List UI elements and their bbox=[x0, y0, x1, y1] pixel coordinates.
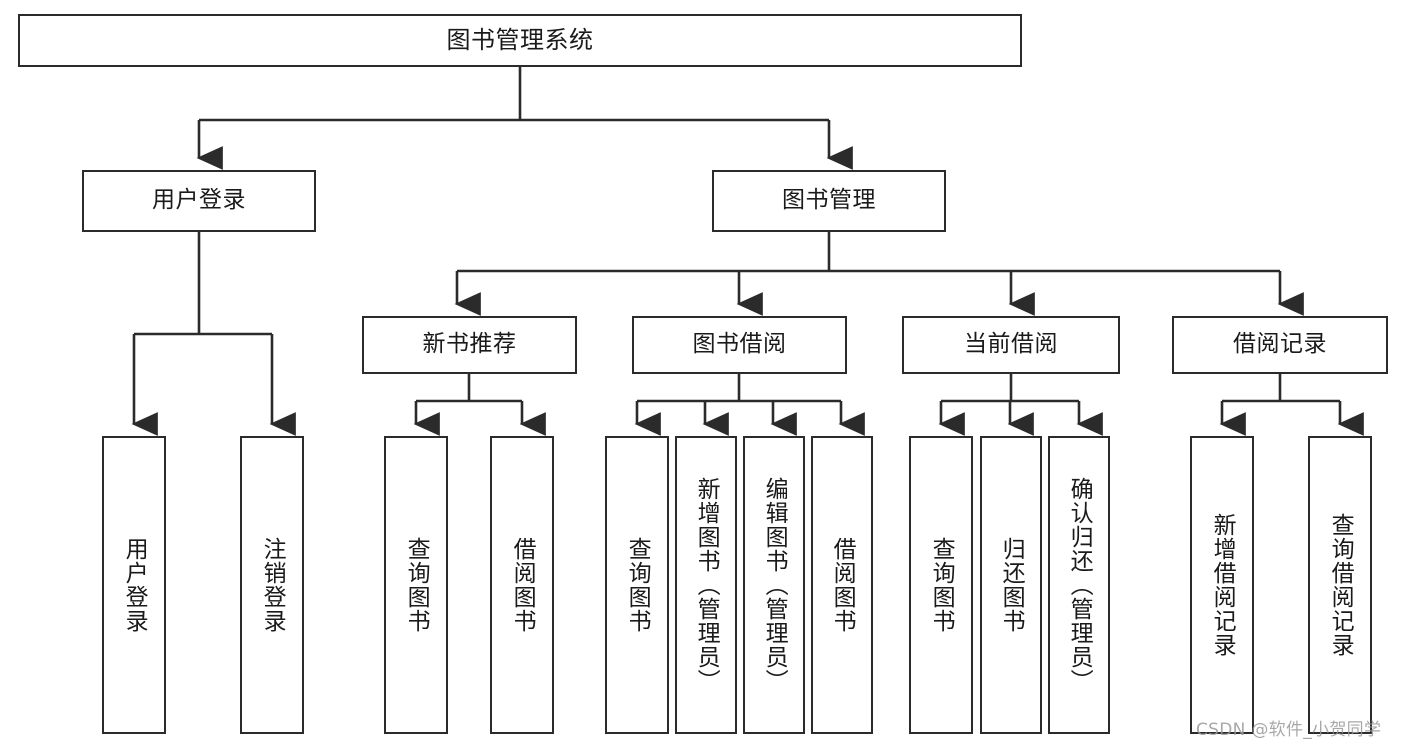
node-book-manage-label: 图书管理 bbox=[782, 187, 876, 214]
node-book-borrow-label: 图书借阅 bbox=[692, 331, 787, 358]
node-book-borrow[interactable]: 图书借阅 bbox=[632, 316, 847, 374]
node-current-borrow[interactable]: 当前借阅 bbox=[902, 316, 1120, 374]
leaf-user-login-1[interactable]: 用户登录 bbox=[102, 436, 166, 734]
leaf-label: 查询图书 bbox=[403, 537, 430, 633]
leaf-label: 归还图书 bbox=[998, 537, 1025, 633]
node-book-manage[interactable]: 图书管理 bbox=[712, 170, 946, 232]
leaf-user-login-2[interactable]: 注销登录 bbox=[240, 436, 304, 734]
node-current-borrow-label: 当前借阅 bbox=[964, 331, 1058, 358]
leaf-label: 用户登录 bbox=[121, 537, 148, 633]
node-root-label: 图书管理系统 bbox=[446, 26, 594, 55]
leaf-label: 查询借阅记录 bbox=[1327, 513, 1354, 657]
leaf-current-borrow-3[interactable]: 确认归还（管理员） bbox=[1048, 436, 1110, 734]
leaf-label: 确认归还（管理员） bbox=[1066, 477, 1093, 693]
leaf-label: 注销登录 bbox=[259, 537, 286, 633]
leaf-label: 新增借阅记录 bbox=[1209, 513, 1236, 657]
leaf-book-borrow-4[interactable]: 借阅图书 bbox=[811, 436, 873, 734]
leaf-book-borrow-2[interactable]: 新增图书（管理员） bbox=[675, 436, 737, 734]
leaf-book-borrow-3[interactable]: 编辑图书（管理员） bbox=[743, 436, 805, 734]
leaf-label: 借阅图书 bbox=[829, 537, 856, 633]
leaf-current-borrow-1[interactable]: 查询图书 bbox=[909, 436, 973, 734]
leaf-label: 查询图书 bbox=[928, 537, 955, 633]
leaf-label: 编辑图书（管理员） bbox=[761, 477, 788, 693]
node-borrow-record-label: 借阅记录 bbox=[1233, 331, 1327, 358]
leaf-book-borrow-1[interactable]: 查询图书 bbox=[605, 436, 669, 734]
node-borrow-record[interactable]: 借阅记录 bbox=[1172, 316, 1388, 374]
leaf-borrow-record-2[interactable]: 查询借阅记录 bbox=[1308, 436, 1372, 734]
leaf-label: 新增图书（管理员） bbox=[693, 477, 720, 693]
leaf-label: 查询图书 bbox=[624, 537, 651, 633]
leaf-label: 借阅图书 bbox=[509, 537, 536, 633]
node-new-book-label: 新书推荐 bbox=[422, 331, 517, 358]
leaf-new-book-1[interactable]: 查询图书 bbox=[384, 436, 448, 734]
node-new-book[interactable]: 新书推荐 bbox=[362, 316, 577, 374]
node-user-login-label: 用户登录 bbox=[152, 187, 246, 214]
leaf-new-book-2[interactable]: 借阅图书 bbox=[490, 436, 554, 734]
node-user-login[interactable]: 用户登录 bbox=[82, 170, 316, 232]
watermark: CSDN @软件_小贺同学 bbox=[1196, 720, 1382, 740]
leaf-borrow-record-1[interactable]: 新增借阅记录 bbox=[1190, 436, 1254, 734]
node-root[interactable]: 图书管理系统 bbox=[18, 14, 1022, 67]
leaf-current-borrow-2[interactable]: 归还图书 bbox=[980, 436, 1042, 734]
